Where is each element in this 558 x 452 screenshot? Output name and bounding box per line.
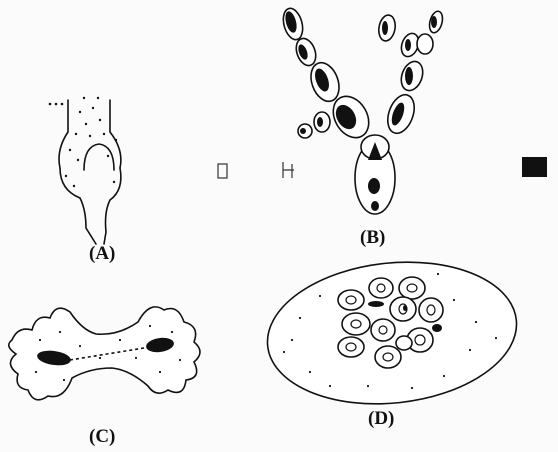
panel-c-label: (C) [89, 427, 115, 446]
panel-a-drawing [49, 97, 121, 244]
panel-a-leader-dots [49, 103, 64, 106]
panel-b-label: (B) [360, 228, 385, 247]
panel-d-drawing [260, 250, 523, 415]
panel-b-drawing [280, 6, 444, 214]
panel-d-label: (D) [368, 409, 394, 428]
panel-c-drawing [9, 307, 200, 400]
panel-a-label: (A) [89, 244, 115, 263]
